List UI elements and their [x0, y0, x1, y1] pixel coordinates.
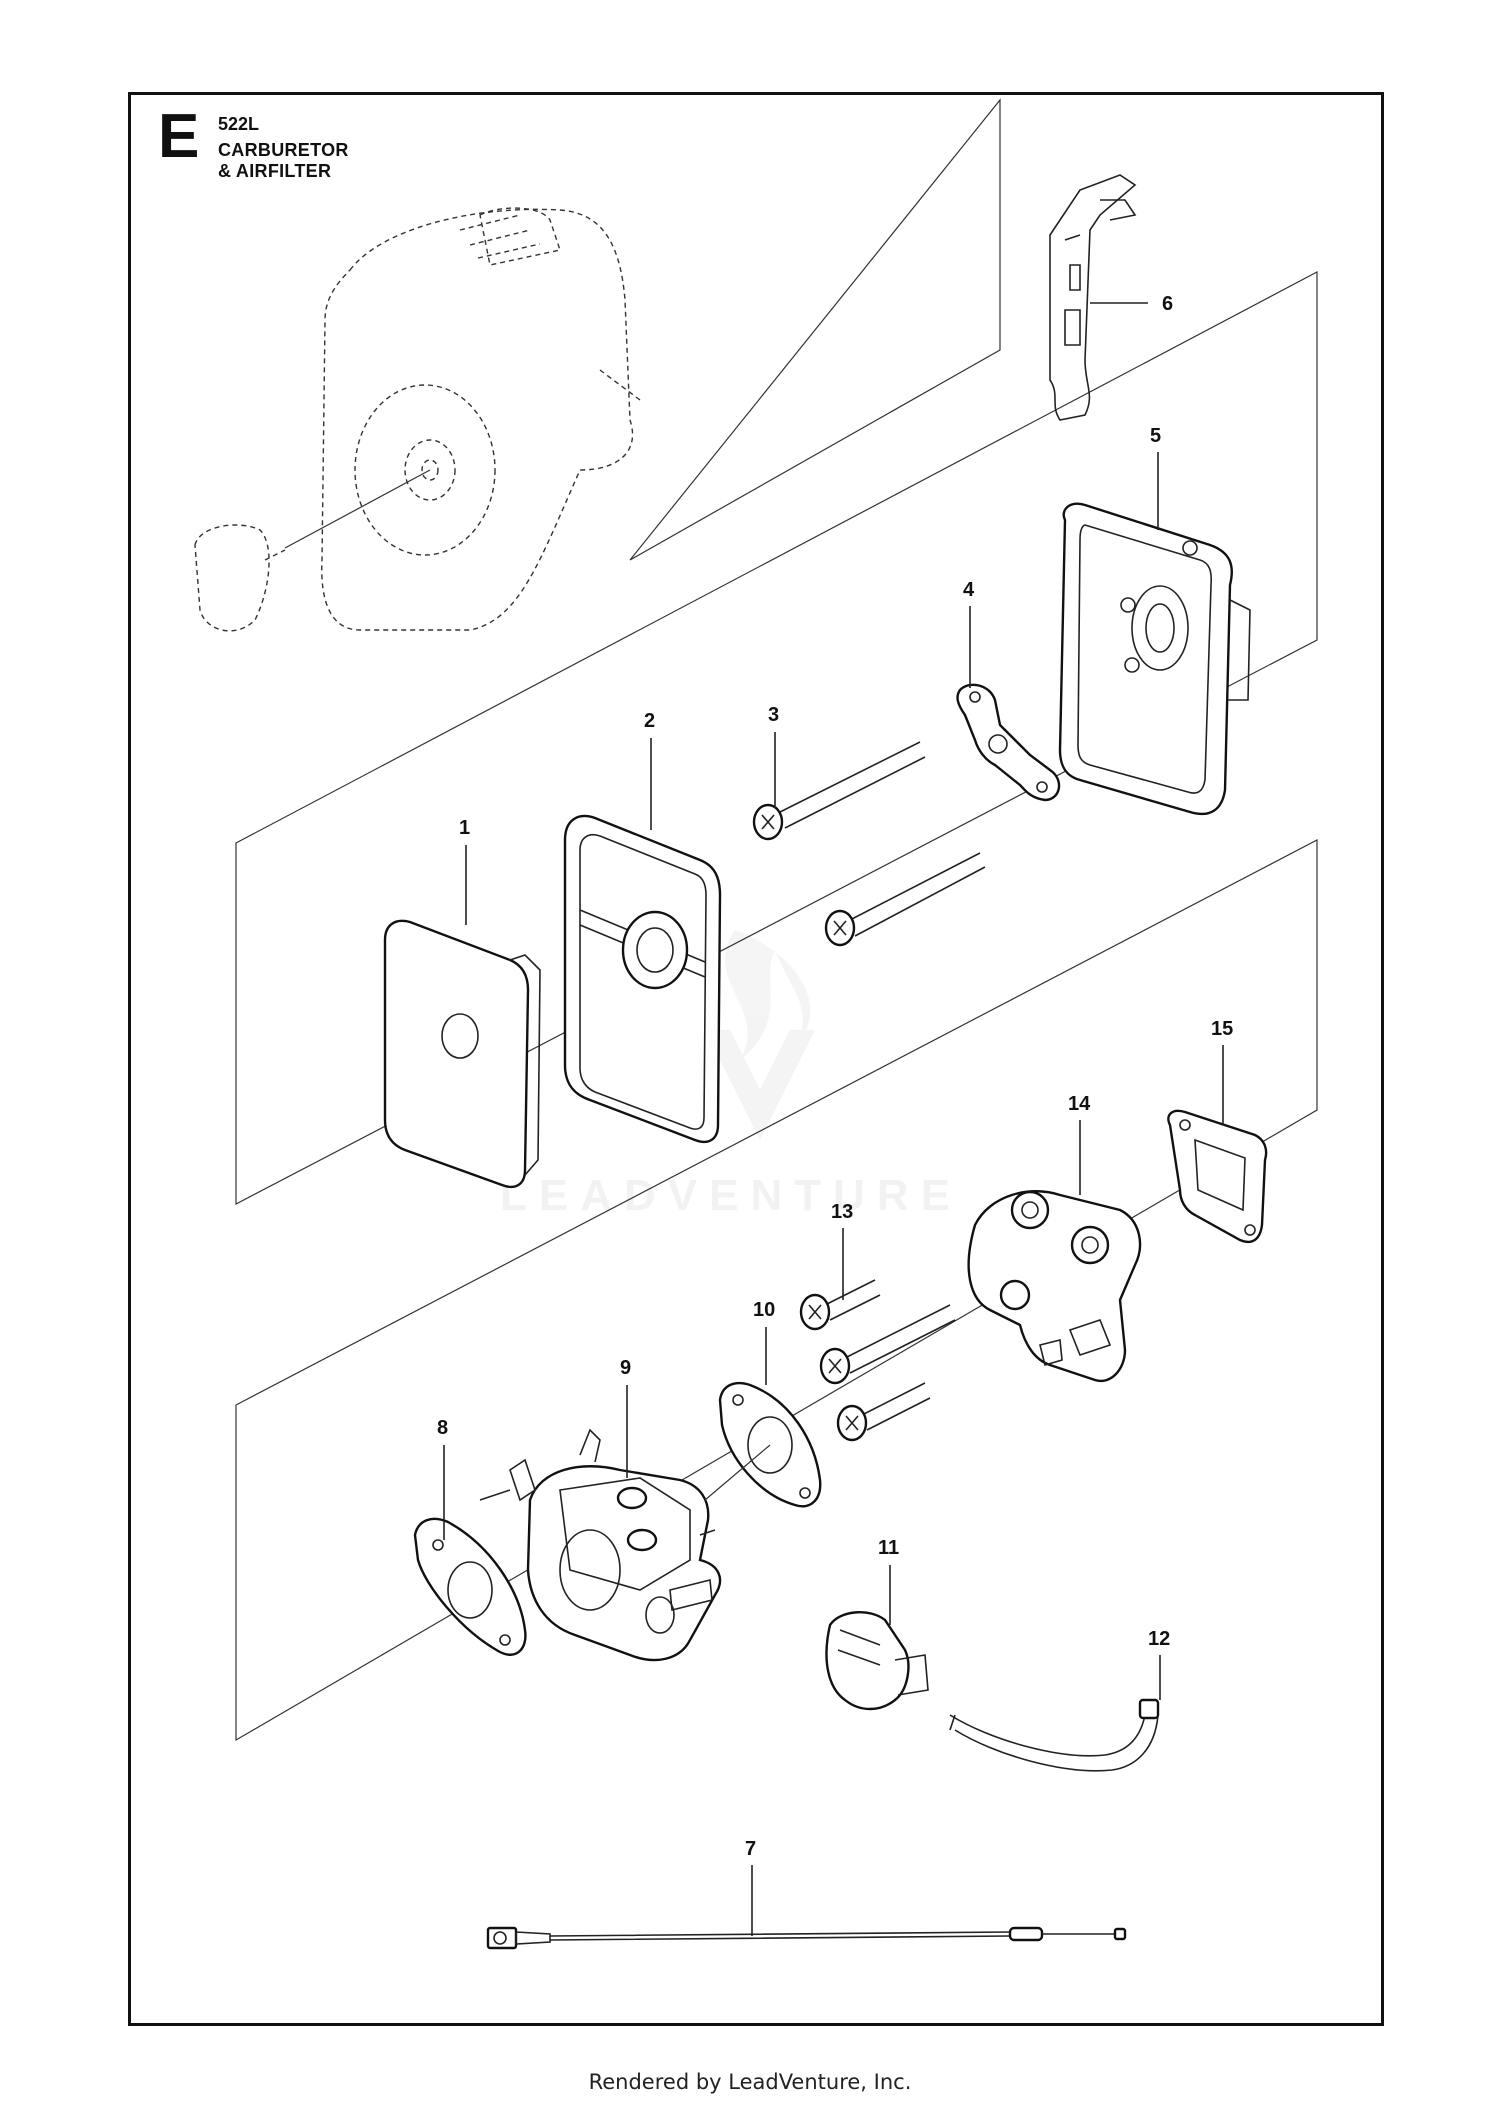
callout-number: 8 [437, 1417, 448, 1439]
part-6-choke-lever [1049, 174, 1137, 421]
callout-number: 10 [753, 1299, 775, 1321]
callout-14: 14 [1068, 1093, 1091, 1195]
callout-9: 9 [620, 1357, 631, 1478]
part-4-bracket-plate [956, 683, 1061, 802]
callout-number: 9 [620, 1357, 631, 1379]
part-11-fuel-filter [825, 1611, 929, 1711]
part-10-gasket [718, 1381, 822, 1508]
callout-1: 1 [459, 817, 470, 925]
callout-10: 10 [753, 1299, 775, 1385]
part-2-filter-holder [563, 814, 722, 1144]
upper-assembly-plane [235, 271, 1318, 1205]
section-letter: E [158, 102, 200, 171]
callout-number: 7 [745, 1838, 756, 1860]
model-code: 522L [218, 114, 260, 134]
callout-number: 14 [1068, 1093, 1091, 1115]
callout-number: 15 [1211, 1018, 1233, 1040]
callout-15: 15 [1211, 1018, 1233, 1125]
part-15-gasket [1167, 1109, 1268, 1244]
callout-number: 13 [831, 1201, 853, 1223]
airfilter-cover [194, 207, 641, 632]
part-14-intake-manifold [967, 1190, 1142, 1383]
cover-plane [629, 98, 1001, 561]
diagram-frame [128, 92, 1384, 2026]
watermark-text: LEADVENTURE [500, 1171, 962, 1220]
part-12-fuel-hose [949, 1698, 1160, 1772]
callout-12: 12 [1148, 1628, 1170, 1700]
callout-8: 8 [437, 1417, 448, 1540]
callout-number: 2 [644, 710, 655, 732]
callout-13: 13 [831, 1201, 853, 1300]
callout-number: 12 [1148, 1628, 1170, 1650]
callout-number: 3 [768, 704, 779, 726]
part-3-screws [752, 741, 986, 947]
section-title: CARBURETOR & AIRFILTER [218, 140, 349, 181]
callout-2: 2 [644, 710, 655, 830]
callout-11: 11 [878, 1537, 899, 1625]
callout-7: 7 [745, 1838, 756, 1936]
callout-number: 1 [459, 817, 470, 839]
part-13-screws [799, 1279, 956, 1442]
callout-number: 5 [1150, 425, 1161, 447]
callout-5: 5 [1150, 425, 1161, 530]
lower-assembly-plane [235, 839, 1318, 1742]
part-5-airfilter-housing [1058, 502, 1251, 816]
watermark-logo: LEADVENTURE [500, 930, 962, 1220]
footer-credit: Rendered by LeadVenture, Inc. [588, 2070, 912, 2094]
part-1-air-filter [383, 919, 541, 1189]
callout-number: 6 [1162, 293, 1173, 315]
callout-3: 3 [768, 704, 779, 808]
part-9-carburetor [479, 1428, 771, 1662]
callout-number: 11 [878, 1537, 899, 1559]
callout-6: 6 [1090, 293, 1173, 315]
callout-4: 4 [963, 579, 975, 688]
part-8-gasket [413, 1517, 527, 1656]
part-7-throttle-wire [486, 1926, 1127, 1950]
callout-number: 4 [963, 579, 975, 601]
